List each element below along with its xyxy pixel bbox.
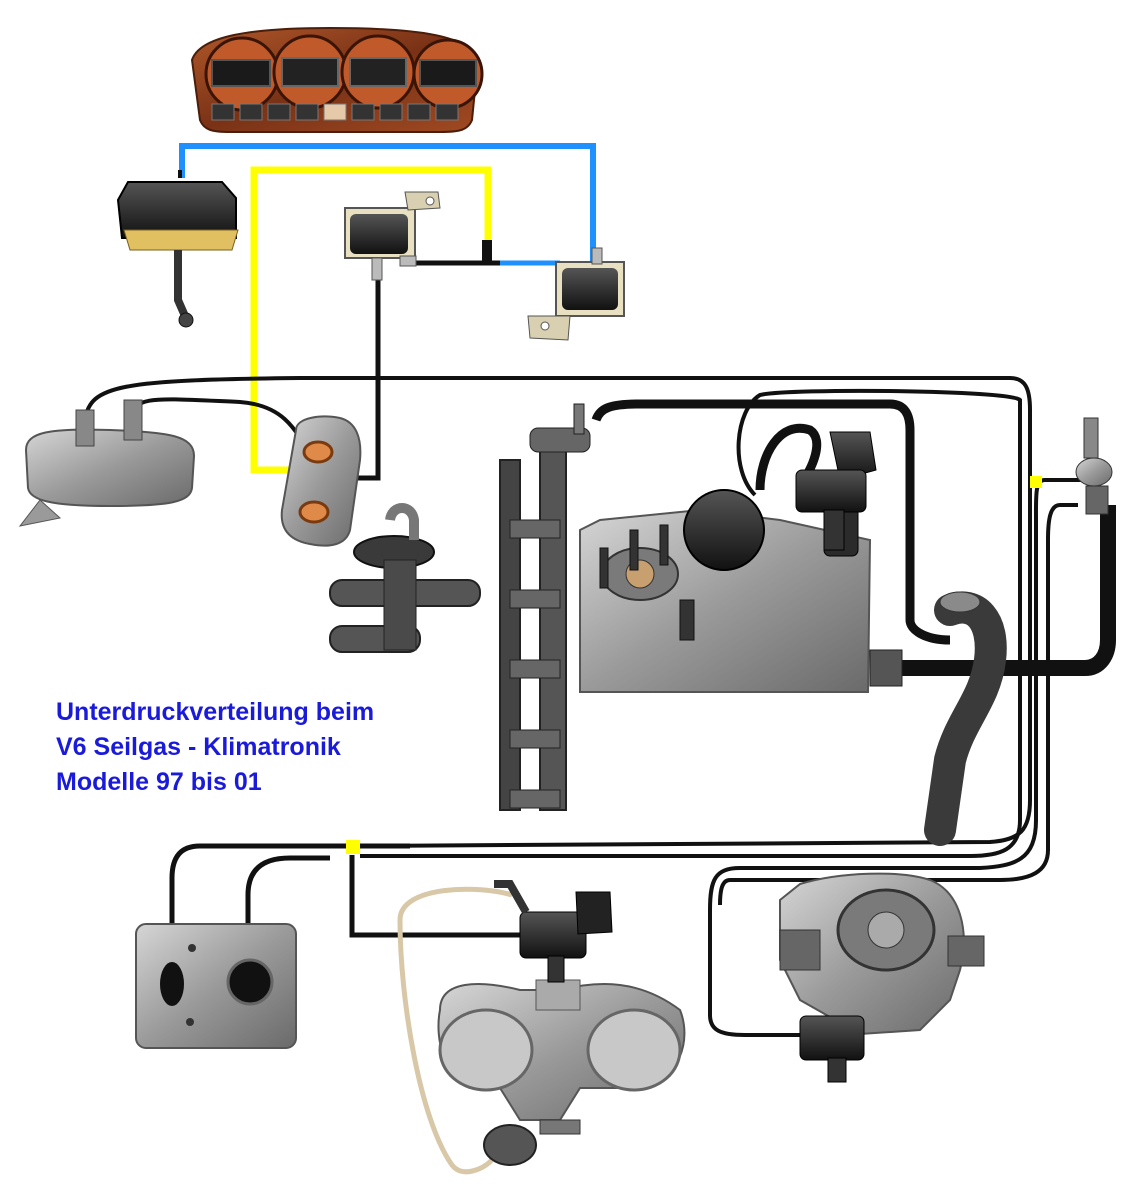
yellow-hose	[250, 166, 492, 474]
manifold-hose-b	[591, 399, 951, 645]
fuel-rail	[499, 403, 591, 811]
solenoid-valve-2	[527, 247, 625, 341]
title-line-3: Modelle 97 bis 01	[56, 768, 262, 796]
intake-manifold	[579, 431, 903, 693]
vacuum-main-hose	[880, 505, 1116, 676]
title-line-1: Unterdruckverteilung beim	[56, 698, 375, 726]
t-connector-right	[1030, 476, 1042, 488]
reservoir-hose-2	[83, 376, 1032, 848]
throttle-solenoid	[494, 880, 613, 983]
check-valve	[1075, 417, 1113, 515]
climate-control-panel	[190, 26, 484, 133]
coolant-hose	[924, 591, 1007, 846]
lower-reservoir-hose-b	[245, 855, 330, 970]
vacuum-actuator	[116, 170, 239, 328]
throttle-valve-hose	[349, 855, 528, 938]
egr-loop-hose	[755, 423, 822, 491]
air-pump-solenoid	[799, 1015, 865, 1083]
pcv-side-hose	[708, 478, 1086, 1037]
title-line-2: V6 Seilgas - Klimatronik	[56, 733, 341, 761]
heater-flange	[280, 415, 362, 547]
t-connector-top	[482, 240, 492, 264]
vacuum-reservoir-left	[18, 399, 196, 527]
air-pump-valve	[779, 872, 985, 1036]
t-connector-lower	[346, 840, 360, 854]
pcv-side-hose-2	[718, 503, 1078, 906]
lower-reservoir-hose-a	[169, 843, 300, 970]
manifold-hose-a	[360, 388, 1022, 858]
solenoid-valve-1	[344, 191, 441, 281]
vacuum-reservoir-bottom	[135, 923, 297, 1049]
manifold-solenoid	[795, 469, 867, 551]
throttle-body	[437, 979, 686, 1166]
throttle-tan-hose	[397, 886, 513, 1175]
heater-valve	[329, 503, 481, 653]
blue-hose	[179, 143, 596, 262]
diagram-title: Unterdruckverteilung beim V6 Seilgas - K…	[56, 695, 374, 800]
